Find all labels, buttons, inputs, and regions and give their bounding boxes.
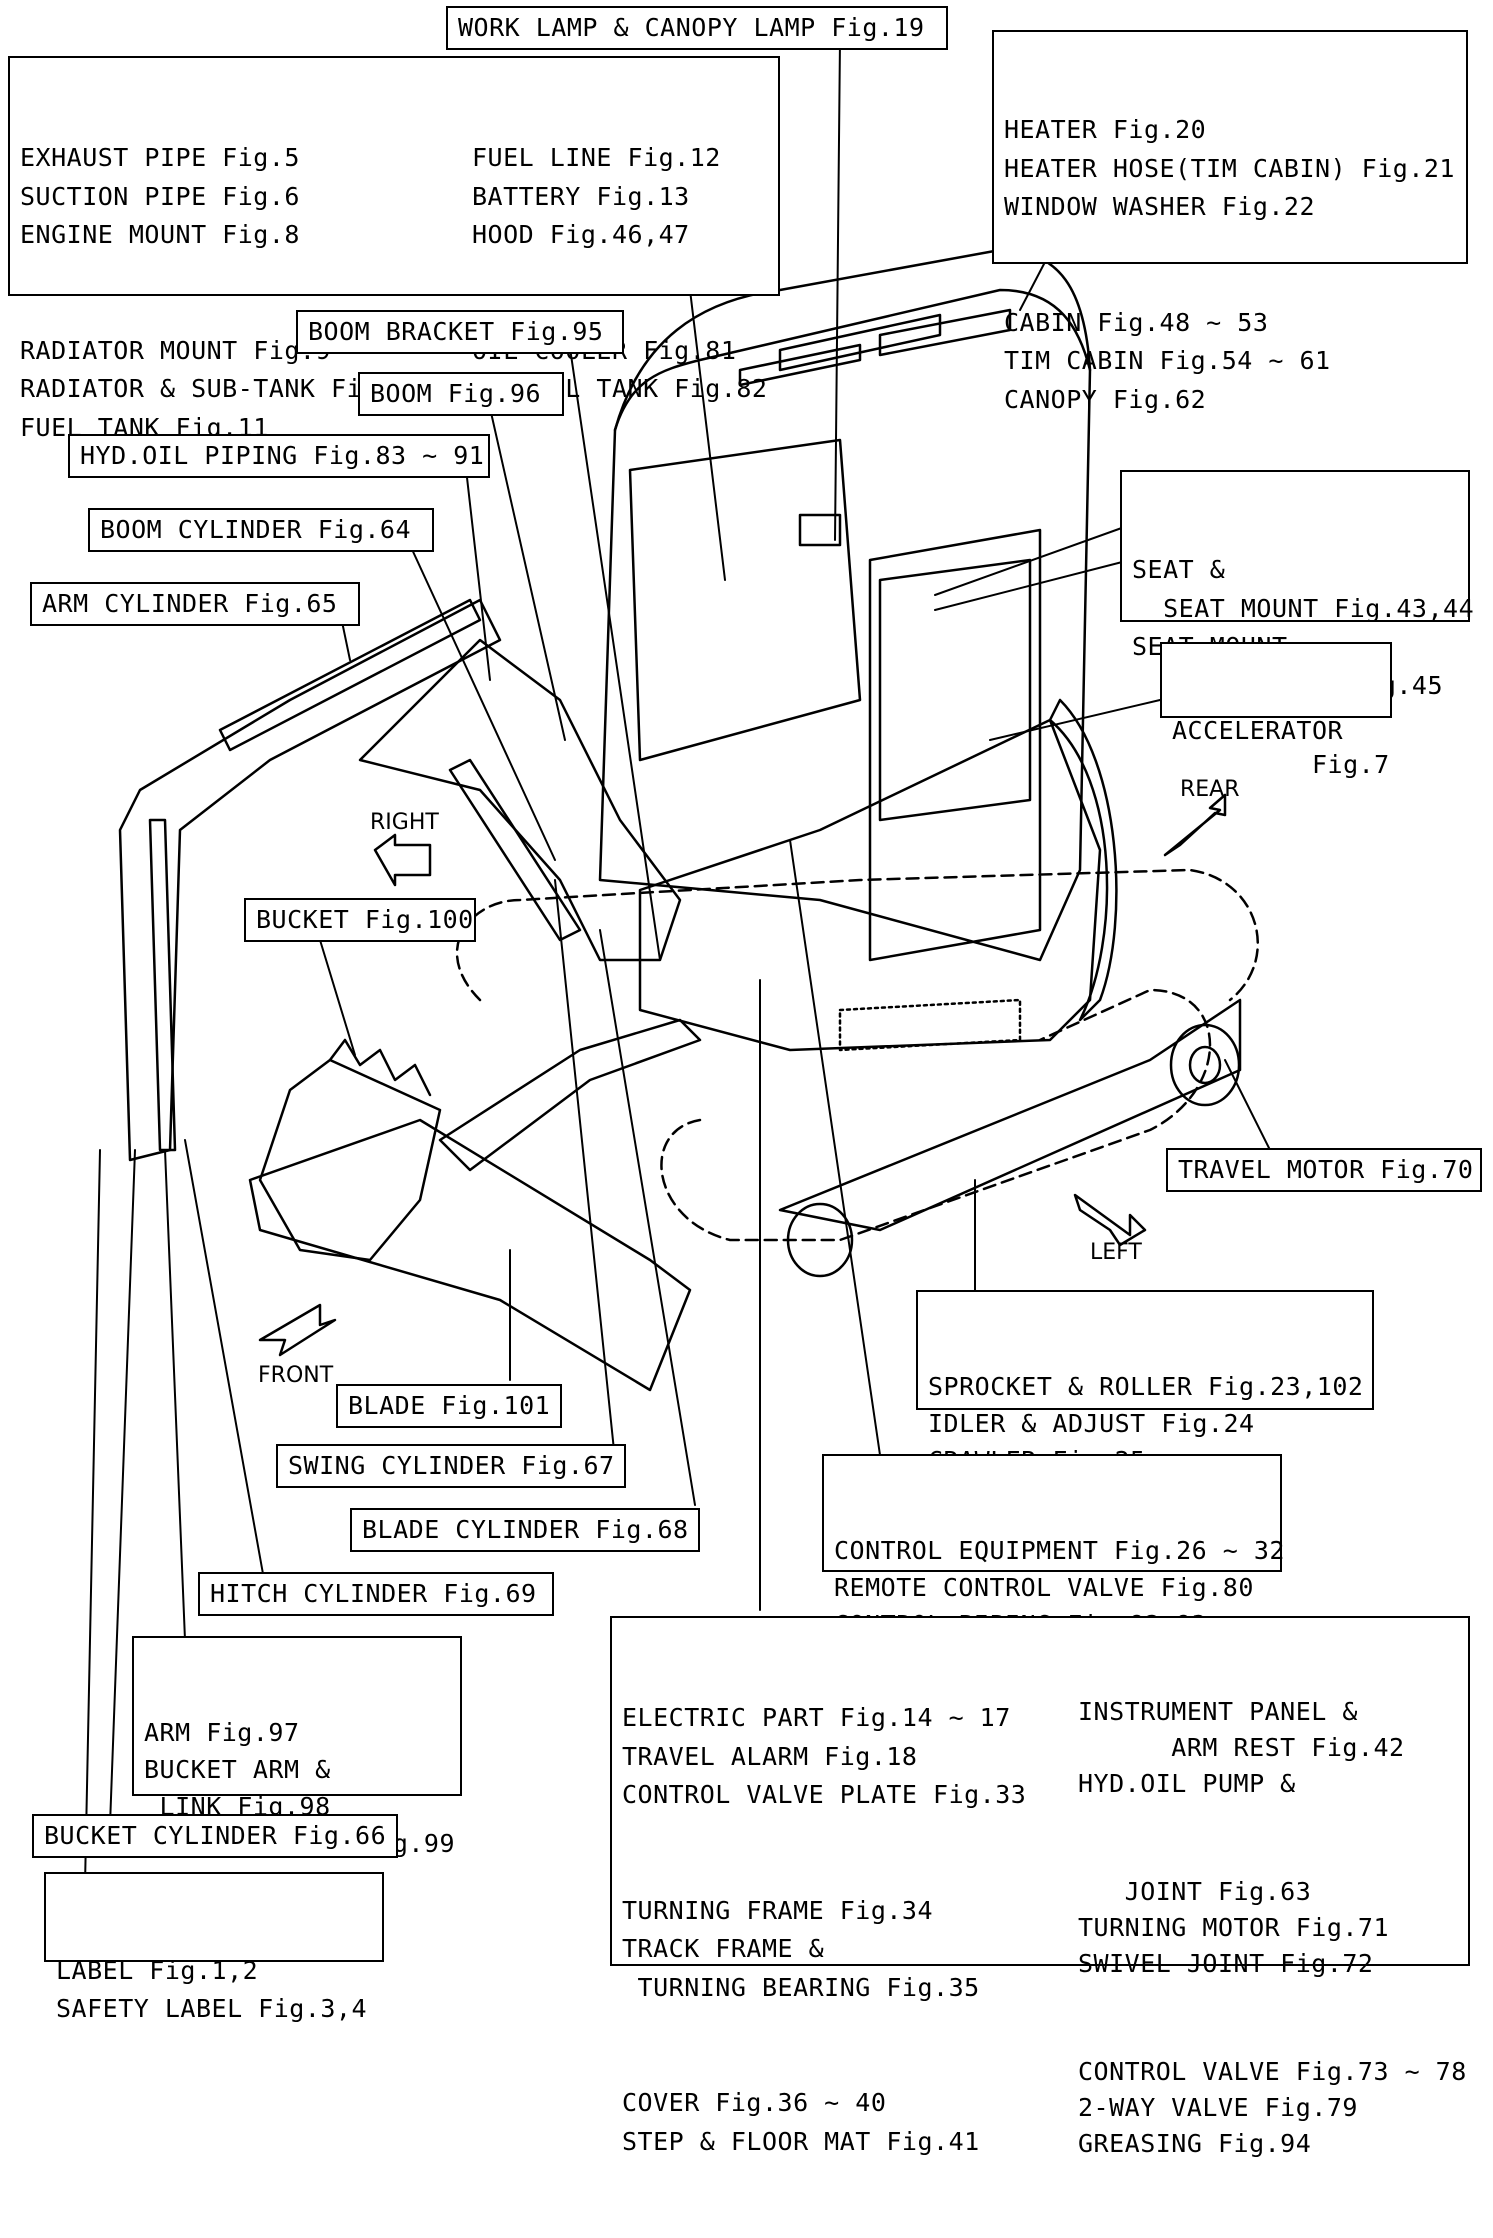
arm (118, 598, 502, 1162)
boom-cylinder (448, 758, 582, 942)
cabin-frame (598, 288, 1092, 962)
cabin-front-window (628, 438, 862, 762)
callout-blade-cylinder: BLADE CYLINDER Fig.68 (350, 1508, 700, 1552)
blade-arm (438, 1018, 702, 1172)
cabin-door (868, 528, 1042, 962)
callout-work-lamp: WORK LAMP & CANOPY LAMP Fig.19 (446, 6, 948, 50)
roof-slot-3 (878, 308, 1012, 357)
callout-blade: BLADE Fig.101 (336, 1384, 562, 1428)
roof-slot-2 (778, 313, 942, 372)
callout-hyd-oil-piping: HYD.OIL PIPING Fig.83 ~ 91 (68, 434, 490, 478)
callout-arm-cylinder: ARM CYLINDER Fig.65 (30, 582, 360, 626)
callout-boom: BOOM Fig.96 (358, 372, 564, 416)
callout-boom-bracket: BOOM BRACKET Fig.95 (296, 310, 624, 354)
crawler-track-left (660, 988, 1212, 1242)
bucket (258, 1058, 442, 1262)
callout-bucket: BUCKET Fig.100 (244, 898, 476, 942)
engine-grille (838, 998, 1022, 1052)
arrow-rear-icon (1163, 793, 1227, 857)
arrow-front-icon (258, 1303, 337, 1357)
bucket-cylinder (148, 818, 177, 1152)
leader-lines (84, 39, 1271, 1886)
callout-bucket-cylinder: BUCKET CYLINDER Fig.66 (32, 1814, 398, 1858)
excavator-drawing (84, 39, 1271, 1886)
counterweight (1048, 698, 1118, 1022)
travel-motor (1169, 1023, 1241, 1107)
callout-travel-motor: TRAVEL MOTOR Fig.70 (1166, 1148, 1482, 1192)
arrow-right-icon (373, 833, 432, 887)
direction-left-label: LEFT (1090, 1240, 1142, 1265)
work-lamp-box (798, 513, 842, 547)
arrow-left-icon (1073, 1193, 1147, 1247)
roof-slot-1 (738, 343, 862, 387)
direction-rear-label: REAR (1180, 777, 1240, 802)
callout-hitch-cylinder: HITCH CYLINDER Fig.69 (198, 1572, 554, 1616)
callout-seat: SEAT & SEAT MOUNT Fig.43,44SEAT MOUNT (T… (1120, 470, 1474, 700)
sprocket (1188, 1045, 1222, 1085)
upper-body (638, 718, 1102, 1052)
idler (786, 1202, 854, 1278)
callout-boom-cylinder: BOOM CYLINDER Fig.64 (88, 508, 434, 552)
crawler-frame (778, 998, 1242, 1232)
bucket-teeth (328, 1038, 432, 1097)
callout-swing-cylinder: SWING CYLINDER Fig.67 (276, 1444, 626, 1488)
direction-right-label: RIGHT (370, 810, 439, 835)
direction-front-label: FRONT (258, 1363, 334, 1388)
arm-cylinder (218, 598, 482, 752)
blade (248, 1118, 692, 1392)
cabin-side-window (878, 558, 1032, 822)
crawler-track-far (455, 868, 1259, 1002)
callout-accelerator: ACCELERATOR Fig.7 (1160, 642, 1392, 779)
